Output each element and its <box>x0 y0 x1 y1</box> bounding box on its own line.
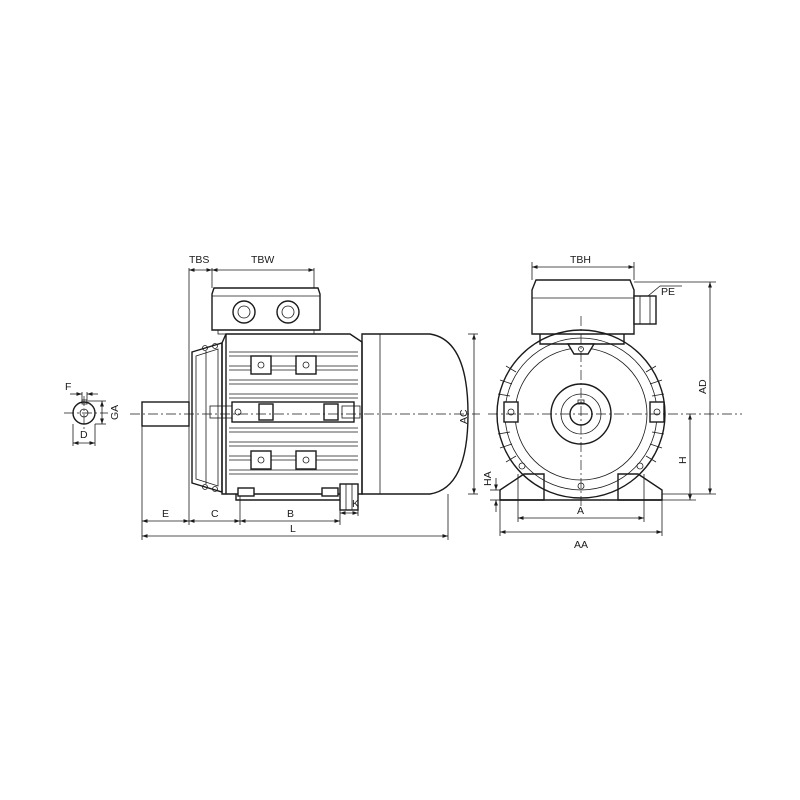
label-K: K <box>352 498 359 510</box>
label-H: H <box>677 456 689 464</box>
dimension-labels: F GA D E C B K L TBS TBW AC TBH PE AD H … <box>65 254 709 551</box>
label-PE: PE <box>661 286 675 298</box>
label-F: F <box>65 381 71 393</box>
label-HA: HA <box>482 471 494 486</box>
side-view-dimensions <box>141 268 478 540</box>
label-AD: AD <box>697 379 709 394</box>
shaft-end-view <box>64 392 108 446</box>
label-TBH: TBH <box>570 254 591 266</box>
front-ribs <box>497 365 665 463</box>
label-AA: AA <box>574 539 588 551</box>
label-L: L <box>290 523 296 535</box>
motor-front-view <box>488 279 742 508</box>
label-TBS: TBS <box>189 254 209 266</box>
motor-side-view <box>130 287 480 511</box>
label-B: B <box>287 508 294 520</box>
label-AC: AC <box>458 409 470 424</box>
label-A: A <box>577 505 584 517</box>
label-E: E <box>162 508 169 520</box>
label-TBW: TBW <box>251 254 274 266</box>
label-GA: GA <box>109 405 121 420</box>
front-view-dimensions <box>490 262 716 536</box>
label-D: D <box>80 429 88 441</box>
label-C: C <box>211 508 219 520</box>
